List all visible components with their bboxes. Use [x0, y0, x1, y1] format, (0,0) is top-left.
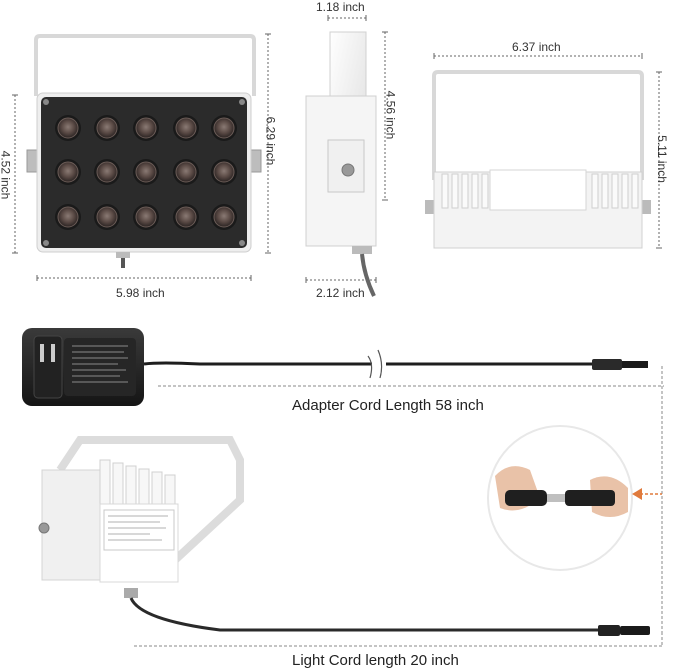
led-icon [173, 204, 199, 230]
front-height-label: 4.52 inch [0, 150, 13, 200]
led-icon [94, 159, 120, 185]
screw-icon [239, 99, 245, 105]
power-adapter [22, 328, 648, 406]
adapter-cord-label: Adapter Cord Length 58 inch [292, 397, 484, 414]
light-back-view [38, 436, 650, 636]
knob-icon [341, 163, 355, 177]
led-icon [94, 204, 120, 230]
screw-icon [239, 240, 245, 246]
led-icon [133, 204, 159, 230]
connector-photo [487, 425, 633, 571]
led-icon [133, 115, 159, 141]
led-icon [55, 159, 81, 185]
top-view [425, 70, 651, 249]
light-cord-label: Light Cord length 20 inch [292, 652, 459, 669]
led-icon [173, 115, 199, 141]
led-icon [55, 204, 81, 230]
side-top-label: 1.18 inch [316, 0, 365, 14]
led-icon [55, 115, 81, 141]
screw-icon [43, 99, 49, 105]
led-icon [211, 159, 237, 185]
front-width-label: 5.98 inch [116, 286, 165, 300]
led-icon [211, 115, 237, 141]
top-height-label: 5.11 inch [654, 135, 669, 183]
knob-icon [38, 522, 50, 534]
heat-sink-fins [591, 173, 639, 209]
top-width-label: 6.37 inch [512, 40, 561, 54]
front-view [26, 34, 262, 268]
heat-sink-fins [441, 173, 489, 209]
side-view [305, 31, 377, 297]
side-bottom-label: 2.12 inch [316, 286, 365, 300]
led-icon [173, 159, 199, 185]
led-icon [94, 115, 120, 141]
led-icon [211, 204, 237, 230]
arrow-indicator [632, 488, 662, 500]
led-icon [133, 159, 159, 185]
led-array [55, 115, 237, 230]
screw-icon [43, 240, 49, 246]
side-height-label: 4.56 inch [383, 90, 398, 140]
front-total-height-label: 6.29 inch [263, 116, 278, 166]
